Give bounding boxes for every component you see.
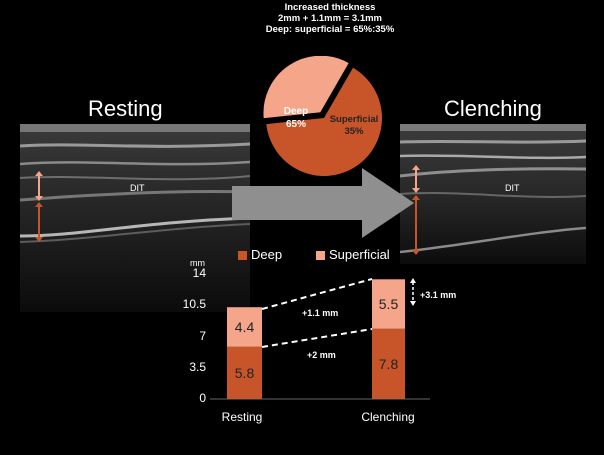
legend-deep-swatch [238,251,247,261]
pie-superficial-label: Superficial [330,114,379,125]
y-axis-unit: mm [190,258,205,268]
x-label-clenching: Clenching [361,410,415,424]
deep-delta: +2 mm [307,350,336,360]
bar-value-superficial-resting: 4.4 [235,319,255,335]
legend-superficial: Superficial [316,247,390,262]
pie-superficial-pct: 35% [344,126,364,137]
pie-slice-superficial [261,56,351,120]
pie-header-line1: Increased thickness [284,2,376,13]
total-change-arrow-head-down [410,301,416,306]
bar-value-deep-clenching: 7.8 [379,356,399,372]
total-delta: +3.1 mm [420,290,457,300]
total-change-arrow-head-up [410,278,416,283]
bar-superficial-clenching [372,279,405,329]
y-tick-3-5: 3.5 [189,360,206,374]
clenching-thickness-arrows [412,165,420,255]
bar-value-deep-resting: 5.8 [235,365,255,381]
y-tick-7: 7 [199,329,206,343]
bar-deep-resting [227,346,262,399]
resting-thickness-arrows [35,171,43,242]
legend-superficial-swatch [316,251,325,261]
legend-deep: Deep [238,247,282,262]
dit-label-resting: DIT [130,183,145,193]
bar-deep-clenching [372,328,405,399]
pie-header-line3: Deep: superficial = 65%:35% [265,24,395,35]
clenching-ultrasound-image [400,124,586,264]
dit-label-clenching: DIT [505,183,520,193]
deep-change-line [261,328,373,348]
legend-superficial-label: Superficial [329,247,390,262]
x-label-resting: Resting [221,410,263,424]
transition-arrow [232,168,414,238]
resting-ultrasound-image [20,124,250,312]
thickness-pie-chart: Deep 65% Superficial 35% [261,56,382,176]
y-tick-0: 0 [199,391,206,405]
pie-header: Increased thickness 2mm + 1.1mm = 3.1mm … [230,2,430,35]
pie-deep-pct: 65% [286,119,306,130]
legend-deep-label: Deep [251,247,283,262]
y-tick-10-5: 10.5 [182,297,206,311]
bar-superficial-resting [227,307,262,347]
y-tick-14: 14 [192,266,206,280]
pie-deep-label: Deep [284,106,308,117]
pie-header-line2: 2mm + 1.1mm = 3.1mm [277,13,383,24]
pie-slice-deep [266,67,382,176]
superficial-change-line [261,278,373,310]
superficial-delta: +1.1 mm [302,308,339,318]
bar-value-superficial-clenching: 5.5 [379,296,399,312]
resting-title: Resting [88,96,163,121]
clenching-title: Clenching [444,96,542,121]
